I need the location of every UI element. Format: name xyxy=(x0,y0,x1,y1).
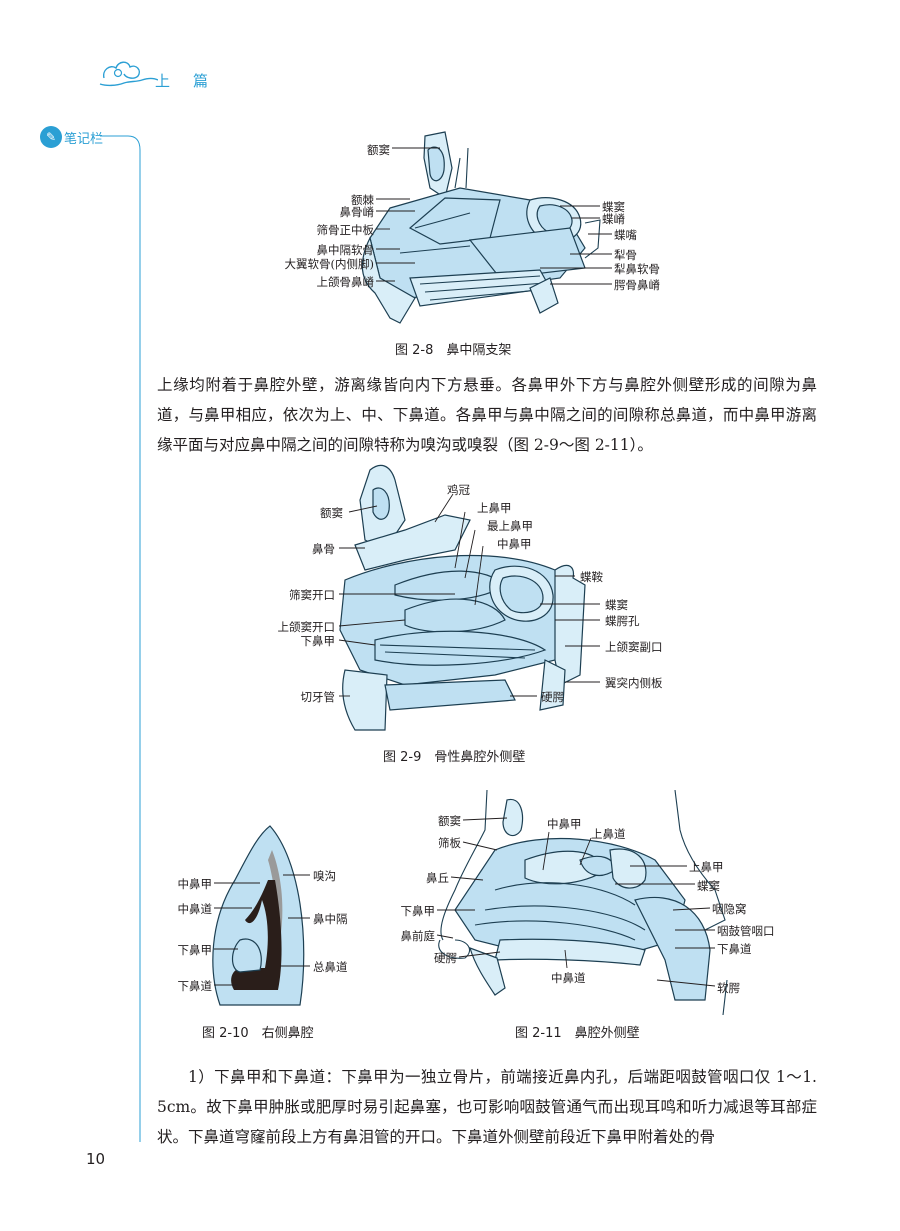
figure-caption-2-9: 图 2-9 骨性鼻腔外侧壁 xyxy=(383,750,526,765)
label-accessory-ostium: 上颌窦副口 xyxy=(605,640,663,654)
label-superior-turbinate: 上鼻甲 xyxy=(477,501,512,515)
figure-caption-2-8: 图 2-8 鼻中隔支架 xyxy=(395,343,512,358)
label-inferior-meatus-2: 下鼻道 xyxy=(717,942,752,956)
label-vomer: 犁骨 xyxy=(614,248,637,262)
label-nasal-bone-crest: 鼻骨嵴 xyxy=(339,205,375,219)
label-superior-meatus: 上鼻道 xyxy=(591,827,626,841)
label-sphenoid-rostrum: 蝶嘴 xyxy=(614,228,637,242)
notes-column-label: 笔记栏 xyxy=(64,132,104,147)
section-title: 上 篇 xyxy=(155,72,213,90)
label-frontal-spine: 额棘 xyxy=(351,193,374,207)
label-inferior-meatus: 下鼻道 xyxy=(177,979,213,993)
label-inferior-turbinate-3: 下鼻甲 xyxy=(400,904,436,918)
label-vomeronasal-cartilage: 犁鼻软骨 xyxy=(614,262,660,276)
label-common-meatus: 总鼻道 xyxy=(313,960,348,974)
label-medial-pterygoid: 翼突内侧板 xyxy=(605,676,663,690)
label-olfactory-cleft: 嗅沟 xyxy=(313,869,336,883)
pencil-icon: ✎ xyxy=(40,126,62,148)
label-incisive-canal: 切牙管 xyxy=(300,690,336,704)
label-inferior-turbinate: 下鼻甲 xyxy=(300,634,336,648)
label-eustachian-orifice: 咽鼓管咽口 xyxy=(717,924,775,938)
label-superior-turbinate-2: 上鼻甲 xyxy=(689,860,724,874)
label-agger-nasi: 鼻丘 xyxy=(426,871,449,885)
page-number: 10 xyxy=(86,1150,106,1168)
label-hard-palate-2: 硬腭 xyxy=(434,951,457,965)
label-septal-cartilage: 鼻中隔软骨 xyxy=(316,243,375,257)
figure-right-nasal-cavity: 中鼻甲 中鼻道 下鼻甲 下鼻道 嗅沟 鼻中隔 总鼻道 xyxy=(150,820,380,1020)
label-middle-meatus-2: 中鼻道 xyxy=(551,971,586,985)
body-paragraph-2: 1）下鼻甲和下鼻道：下鼻甲为一独立骨片，前端接近鼻内孔，后端距咽鼓管咽口仅 1～… xyxy=(157,1068,817,1146)
body-paragraph-1: 上缘均附着于鼻腔外壁，游离缘皆向内下方悬垂。各鼻甲外下方与鼻腔外侧壁形成的间隙为… xyxy=(157,376,817,454)
label-middle-turbinate-3: 中鼻甲 xyxy=(547,817,582,831)
bony-lateral-wall-illustration xyxy=(338,464,600,731)
label-frontal-sinus-2: 额窦 xyxy=(320,506,343,520)
label-sphenopalatine-foramen: 蝶腭孔 xyxy=(605,614,640,628)
nasal-lateral-wall-illustration xyxy=(436,789,728,1016)
label-palatine-crest: 腭骨鼻嵴 xyxy=(614,278,660,292)
label-nasal-septum: 鼻中隔 xyxy=(313,912,348,926)
label-soft-palate: 软腭 xyxy=(717,981,740,995)
label-pharyngeal-recess: 咽隐窝 xyxy=(712,902,747,916)
label-alar-cartilage: 大翼软骨(内侧脚) xyxy=(284,257,374,271)
label-middle-turbinate-2: 中鼻甲 xyxy=(177,877,213,891)
figure-caption-2-10: 图 2-10 右侧鼻腔 xyxy=(202,1026,314,1041)
figure-nasal-lateral-wall: 额窦 筛板 鼻丘 下鼻甲 鼻前庭 硬腭 中鼻甲 上鼻道 上鼻甲 蝶窦 咽隐窝 咽… xyxy=(375,789,795,1016)
label-crista-galli: 鸡冠 xyxy=(447,483,470,497)
label-maxillary-opening: 上颌窦开口 xyxy=(277,620,336,634)
label-supreme-turbinate: 最上鼻甲 xyxy=(487,519,533,533)
label-frontal-sinus-3: 额窦 xyxy=(438,814,461,828)
figure-nasal-septum: 额窦 额棘 鼻骨嵴 筛骨正中板 鼻中隔软骨 大翼软骨(内侧脚) 上颌骨鼻嵴 蝶窦… xyxy=(240,128,700,328)
label-inferior-turbinate-2: 下鼻甲 xyxy=(177,943,213,957)
right-nasal-cavity-illustration xyxy=(212,825,310,1006)
label-sphenoid-sinus-3: 蝶窦 xyxy=(697,879,720,893)
label-nasal-bone: 鼻骨 xyxy=(312,542,335,556)
nasal-septum-illustration xyxy=(361,131,612,324)
label-ethmoid-plate: 筛骨正中板 xyxy=(316,223,375,237)
label-sella: 蝶鞍 xyxy=(580,570,603,584)
figure-caption-2-11: 图 2-11 鼻腔外侧壁 xyxy=(515,1026,640,1041)
label-middle-meatus: 中鼻道 xyxy=(177,902,213,916)
label-ethmoid-opening: 筛窦开口 xyxy=(289,588,335,602)
label-frontal-sinus: 额窦 xyxy=(367,143,390,157)
figure-bony-lateral-wall: 额窦 鼻骨 筛窦开口 上颌窦开口 下鼻甲 切牙管 鸡冠 上鼻甲 最上鼻甲 中鼻甲… xyxy=(255,460,685,745)
cloud-ornament-icon xyxy=(99,61,158,87)
label-sphenoid-sinus-2: 蝶窦 xyxy=(605,598,628,612)
label-hard-palate: 硬腭 xyxy=(541,690,564,704)
label-cribriform-plate: 筛板 xyxy=(438,836,461,850)
label-sphenoid-crest: 蝶嵴 xyxy=(602,212,625,226)
label-maxillary-crest: 上颌骨鼻嵴 xyxy=(316,275,375,289)
label-middle-turbinate: 中鼻甲 xyxy=(497,537,532,551)
label-vestibule: 鼻前庭 xyxy=(400,929,436,943)
label-sphenoid-sinus: 蝶窦 xyxy=(602,200,625,214)
